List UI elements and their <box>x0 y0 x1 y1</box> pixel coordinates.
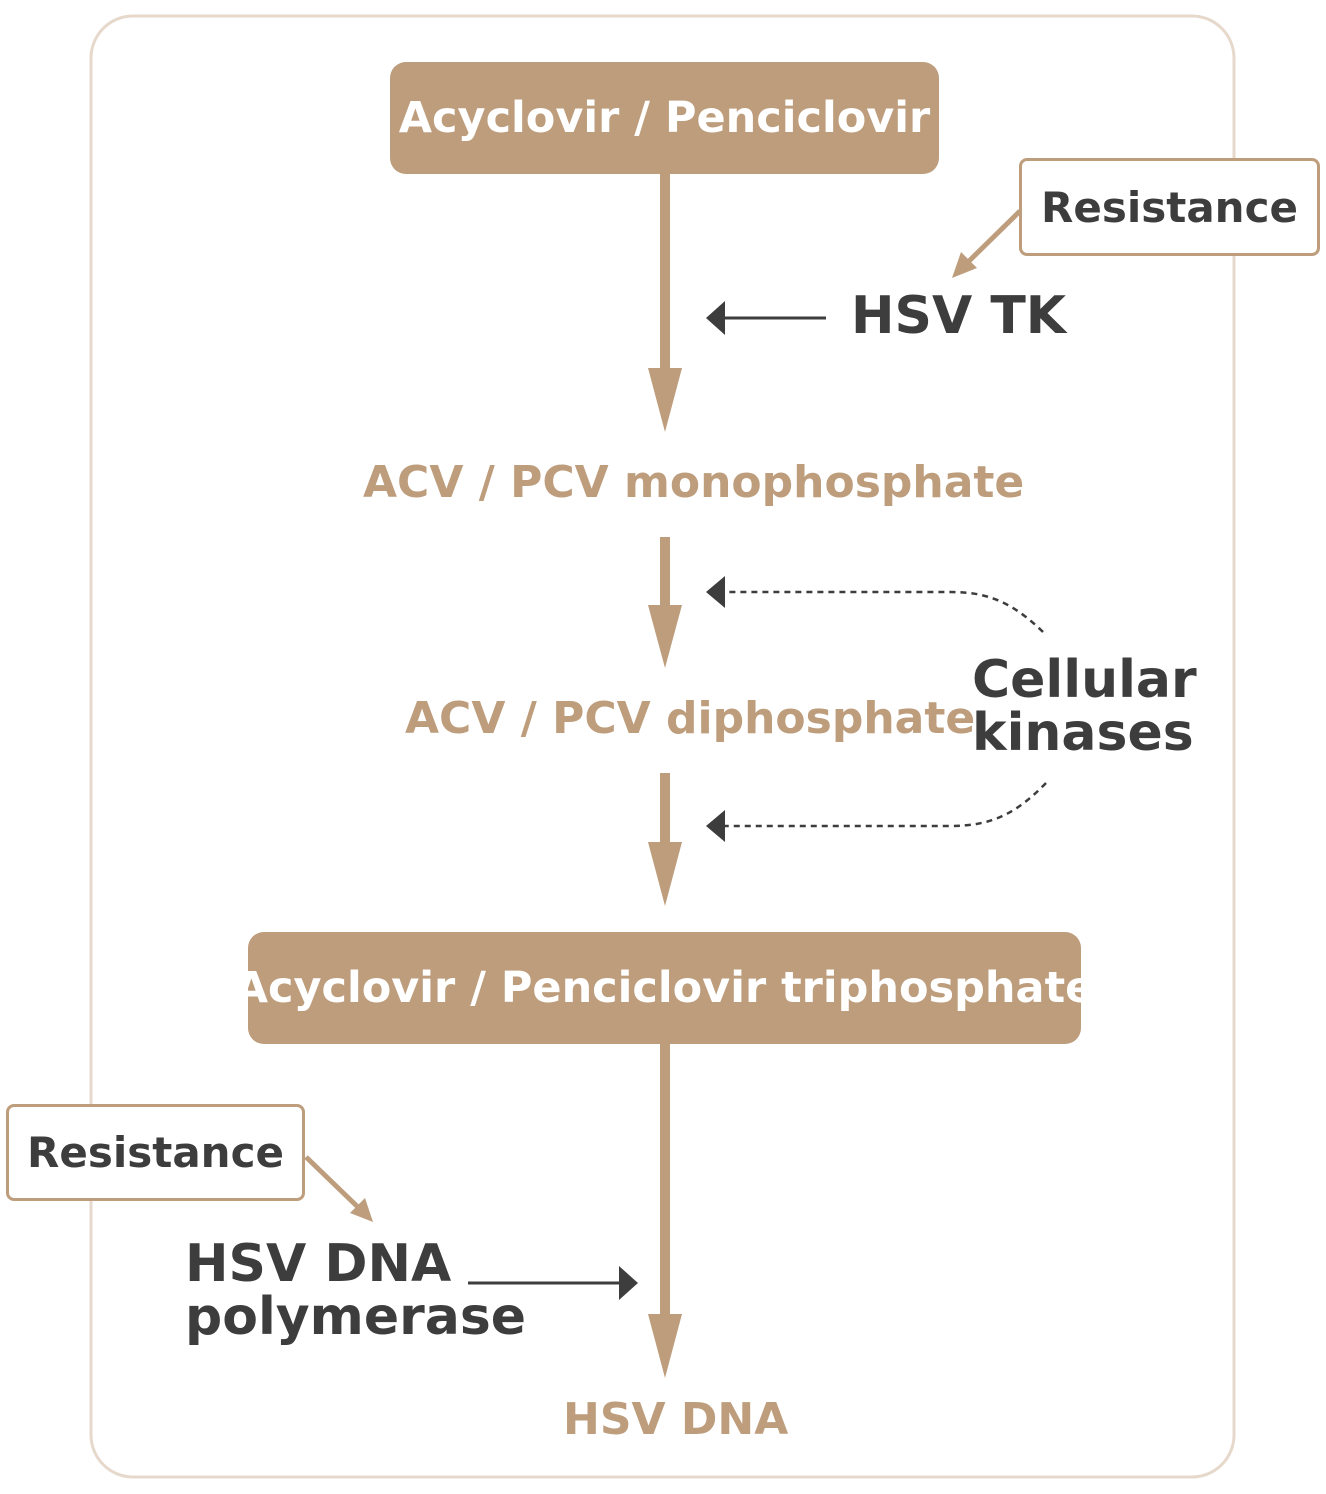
flow-arrow-mono-to-di <box>648 537 682 668</box>
kinase-arrow-lower <box>706 782 1047 842</box>
resistance-arrow-top <box>952 209 1022 278</box>
drug-node-label: Acyclovir / Penciclovir <box>398 93 931 143</box>
resistance-box-top: Resistance <box>1019 158 1320 256</box>
flow-arrow-tri-to-dna <box>648 1043 682 1378</box>
polymerase-line1: HSV DNA <box>185 1234 452 1294</box>
cellular-kinases-line2: kinases <box>972 703 1194 763</box>
resistance-label-bottom: Resistance <box>27 1128 284 1177</box>
triphosphate-node: Acyclovir / Penciclovir triphosphate <box>235 932 1094 1044</box>
resistance-label-top: Resistance <box>1041 182 1298 232</box>
tk-arrow <box>706 301 826 335</box>
outer-frame <box>89 14 1236 1479</box>
monophosphate-label: ACV / PCV monophosphate <box>363 457 1025 508</box>
diphosphate-label: ACV / PCV diphosphate <box>405 693 976 744</box>
cellular-kinases-line1: Cellular <box>972 650 1197 710</box>
flow-arrow-drug-to-mono <box>648 174 682 432</box>
flow-arrow-di-to-tri <box>648 773 682 906</box>
polymerase-arrow <box>468 1266 638 1300</box>
drug-node: Acyclovir / Penciclovir <box>390 62 939 174</box>
polymerase-line2: polymerase <box>185 1287 527 1347</box>
resistance-arrow-bottom <box>304 1155 373 1222</box>
kinase-arrow-upper <box>706 576 1044 633</box>
resistance-box-bottom: Resistance <box>6 1104 305 1201</box>
hsv-tk-label: HSV TK <box>851 286 1067 346</box>
triphosphate-node-label: Acyclovir / Penciclovir triphosphate <box>234 963 1095 1013</box>
hsv-dna-label: HSV DNA <box>563 1394 789 1445</box>
